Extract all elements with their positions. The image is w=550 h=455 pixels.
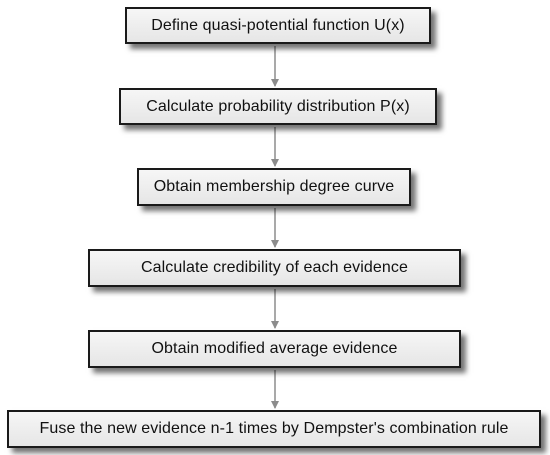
step-fuse-evidence: Fuse the new evidence n-1 times by Demps… [7, 410, 541, 448]
step-label: Define quasi-potential function U(x) [151, 16, 405, 34]
step-define-quasi-potential: Define quasi-potential function U(x) [125, 7, 431, 44]
step-calculate-probability-distribution: Calculate probability distribution P(x) [119, 88, 437, 125]
step-label: Obtain modified average evidence [151, 340, 398, 357]
step-calculate-credibility: Calculate credibility of each evidence [88, 249, 461, 287]
step-obtain-modified-average: Obtain modified average evidence [88, 330, 461, 368]
step-label: Calculate credibility of each evidence [140, 259, 409, 276]
step-label: Calculate probability distribution P(x) [146, 97, 410, 115]
step-label: Obtain membership degree curve [153, 178, 395, 195]
step-label: Fuse the new evidence n-1 times by Demps… [39, 420, 509, 437]
step-obtain-membership-curve: Obtain membership degree curve [137, 168, 411, 206]
